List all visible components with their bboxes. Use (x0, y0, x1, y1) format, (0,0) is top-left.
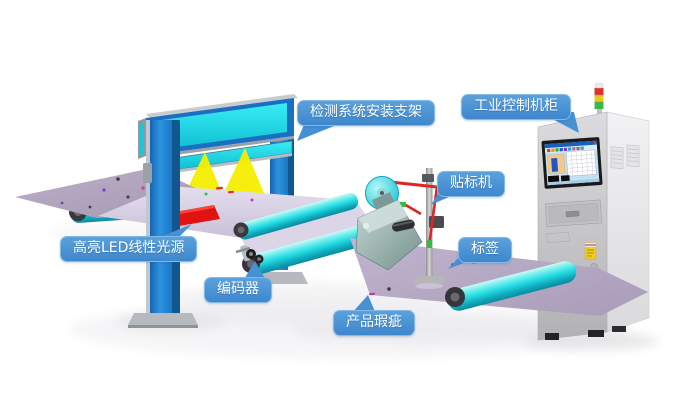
tower-segment-green (594, 102, 604, 109)
defect-mark (387, 287, 391, 291)
tower-segment-red (594, 88, 604, 95)
gantry-top-beam (138, 94, 298, 159)
cabinet-vents (610, 144, 640, 169)
outfeed-roller (445, 261, 577, 311)
conveyor-roller-upper (233, 192, 359, 240)
callout-label: 高亮LED线性光源 (73, 240, 185, 256)
callout-label: 产品瑕疵 (346, 314, 402, 330)
led-line-light (175, 205, 220, 226)
callout-label: 编码器 (217, 281, 259, 297)
encoder-device (235, 244, 264, 264)
callout-label: 标签 (471, 241, 499, 257)
gantry-foot (128, 313, 198, 325)
tower-segment-yellow (594, 95, 604, 102)
callout-led-light: 高亮LED线性光源 (60, 236, 198, 262)
callout-tail-encoder (243, 261, 267, 282)
callout-control-cabinet: 工业控制机柜 (461, 94, 571, 120)
applicator-roller (392, 219, 415, 232)
defect-mark (369, 292, 375, 296)
callout-encoder: 编码器 (204, 277, 272, 303)
callout-label: 贴标机 (450, 175, 492, 191)
cabinet-monitor (541, 137, 603, 189)
cabinet-drawer (544, 199, 603, 228)
drawer-handle (565, 210, 580, 218)
callout-detection-bracket: 检测系统安装支架 (297, 100, 435, 126)
callout-product-defect: 产品瑕疵 (333, 310, 415, 336)
callout-label: 检测系统安装支架 (310, 104, 422, 120)
label-web-path (389, 180, 439, 247)
callout-labeling-machine: 贴标机 (437, 171, 505, 197)
camera-light-cone (222, 148, 267, 200)
gantry-front-column (128, 120, 198, 328)
control-cabinet (537, 111, 650, 341)
callout-tail-defect (351, 295, 376, 314)
web-defect-dots (60, 177, 152, 209)
camera-housing-panel (154, 103, 287, 150)
labeler-pole-foot (412, 276, 446, 283)
labeling-machine (355, 168, 446, 289)
callout-label: 工业控制机柜 (474, 98, 558, 114)
warning-sticker (584, 242, 597, 260)
callout-label-tag: 标签 (458, 237, 512, 263)
